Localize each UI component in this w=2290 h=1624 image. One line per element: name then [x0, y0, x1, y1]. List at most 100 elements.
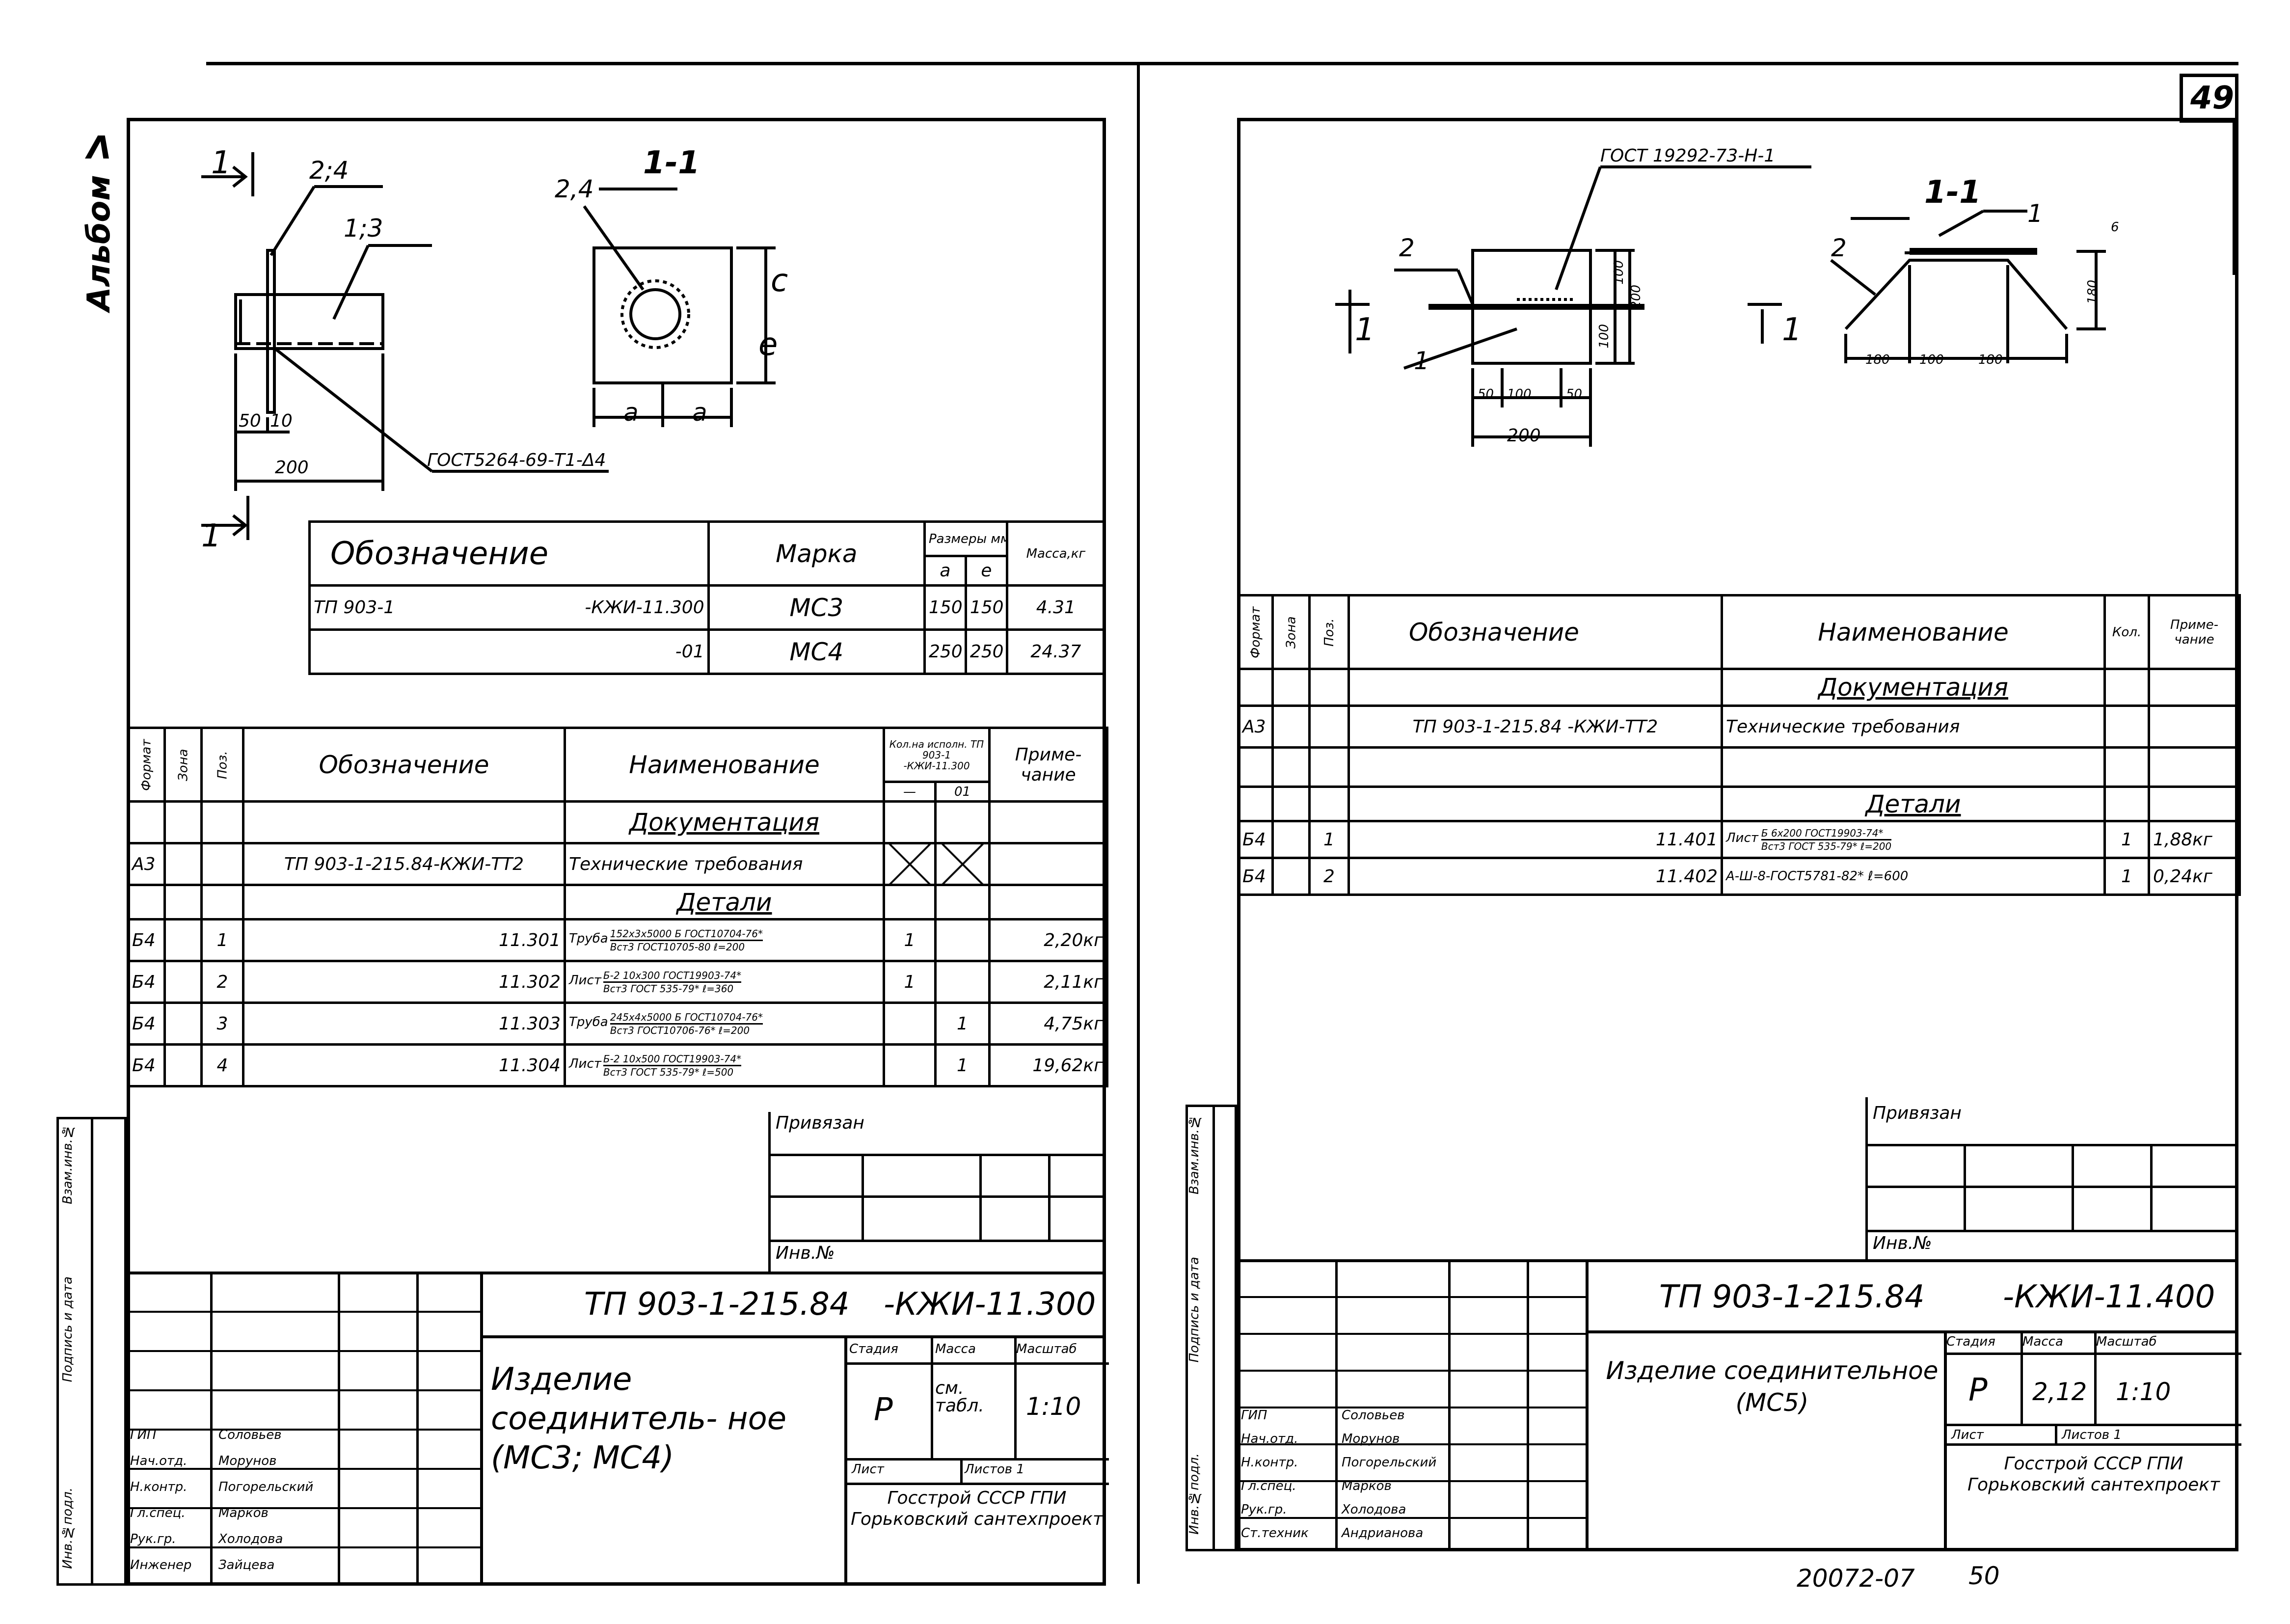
cell-mark: МС3	[707, 584, 926, 631]
left-tb-code2: -КЖИ-11.300	[884, 1286, 1096, 1323]
right-dim-180a: 180	[1865, 352, 1890, 367]
cell-e: 250	[964, 628, 1008, 675]
left-side-label-sign: Подпись и дата	[60, 1276, 75, 1382]
role-label: Рук.гр.	[1241, 1502, 1287, 1517]
right-tb-h-scale: Масштаб	[2096, 1334, 2157, 1349]
left-mark-table: Обозначение Марка Размеры мм Масса,кг a …	[308, 520, 1106, 675]
right-spec-h-note: Приме- чание	[2148, 594, 2241, 670]
cell-name-c: Вст3 ГОСТ10706-76* ℓ=200	[610, 1024, 750, 1036]
left-dim-e: e	[758, 326, 778, 363]
cell-designation: ТП 903-1-215.84 -КЖИ-ТТ2	[1347, 704, 1723, 749]
name-label: Погорельский	[1342, 1455, 1437, 1470]
left-spec-section-docs: Документация	[564, 800, 885, 844]
table-row: -01 МС4 250 250 24.37	[308, 628, 1106, 675]
people-row: Рук.гр. Холодова	[130, 1533, 346, 1559]
right-tb-stage-grid	[1944, 1330, 2241, 1551]
cell-qty-1: 1	[883, 918, 937, 962]
right-dim-200v: 200	[1629, 285, 1643, 309]
cell-mass: 24.37	[1005, 628, 1106, 675]
people-row: Нач.отд.Морунов	[1241, 1433, 1457, 1456]
right-tb-org: Госстрой СССР ГПИ Горьковский сантехпрое…	[1967, 1454, 2220, 1495]
table-row: ТП 903-1-КЖИ-11.300 МС3 150 150 4.31	[308, 584, 1106, 631]
cell-qty-2: 1	[934, 1001, 991, 1046]
table-row: А3 ТП 903-1-215.84-КЖИ-ТТ2 Технические т…	[127, 842, 1109, 886]
cell-qty-2	[934, 918, 991, 962]
cell-a: 250	[923, 628, 967, 675]
left-inv-no: Инв.№	[776, 1243, 835, 1263]
cell-format: Б4	[1237, 820, 1274, 859]
cell-name-a: Труба	[569, 1014, 608, 1029]
right-tb-h-mass: Масса	[2022, 1334, 2063, 1349]
cell-name-b: 245х4х5000 Б ГОСТ10704-76*	[610, 1011, 763, 1025]
left-spec-h-qty: Кол.на исполн. ТП 903-1 -КЖИ-11.300	[882, 727, 991, 783]
left-privyazan-grid	[768, 1154, 1106, 1242]
right-drawing	[1335, 165, 2106, 447]
left-dim-a2: a	[692, 398, 707, 427]
left-mark-h-e: e	[964, 555, 1008, 587]
right-dim-100v: 100	[1597, 324, 1612, 349]
people-row: Гл.спец.Марков	[1241, 1480, 1457, 1503]
name-label: Морунов	[218, 1454, 277, 1468]
left-spec-h-pos: Поз.	[201, 728, 243, 802]
name-label: Марков	[1342, 1479, 1392, 1493]
role-label: Рук.гр.	[130, 1532, 176, 1546]
cell-name-b: Б-2 10х300 ГОСТ19903-74*	[603, 970, 742, 983]
cell-name-a: Лист	[569, 1056, 601, 1071]
cell-qty-2	[934, 960, 991, 1004]
left-spec-section-parts: Детали	[564, 884, 885, 920]
right-spec-h-designation: Обозначение	[1347, 594, 1723, 670]
left-spec-table: Формат Зона Поз. Обозначение Наименовани…	[127, 727, 1109, 1087]
cell-name-b: Б-2 10х500 ГОСТ19903-74*	[603, 1053, 742, 1066]
role-label: Инженер	[130, 1558, 192, 1572]
cell-note: 1,88кг	[2148, 820, 2241, 859]
album-label: Альбом Ⅴ	[81, 128, 117, 312]
cell-format: А3	[127, 842, 166, 886]
cell-designation: 11.401	[1347, 820, 1723, 859]
cell-name-a: А-Ш-8-ГОСТ5781-82* ℓ=600	[1721, 857, 2106, 896]
left-callout-13: 1;3	[344, 214, 383, 243]
center-divider	[1137, 62, 1140, 1584]
name-label: Марков	[218, 1506, 269, 1520]
cell-mass: 4.31	[1005, 584, 1106, 631]
left-view-label-top: 1	[211, 145, 231, 181]
cell-format: А3	[1237, 704, 1274, 749]
left-tb-mass: см. табл.	[935, 1378, 984, 1416]
left-dim-200: 200	[275, 458, 309, 478]
name-label: Морунов	[1342, 1432, 1400, 1446]
people-row: Нач.отд.Морунов	[130, 1455, 346, 1481]
left-spec-h-qty-b: 01	[934, 781, 991, 803]
cell-name-c: Вст3 ГОСТ 535-79* ℓ=200	[1761, 840, 1892, 852]
cell-pos: 2	[200, 960, 244, 1004]
right-title-block	[1237, 1259, 2238, 1554]
cell-name-b: Б 6х200 ГОСТ19903-74*	[1761, 827, 1892, 840]
people-row: Рук.гр.Холодова	[1241, 1503, 1457, 1527]
cell-format: Б4	[127, 1001, 166, 1046]
cell-pos: 4	[200, 1043, 244, 1087]
role-label: Ст.техник	[1241, 1526, 1309, 1541]
right-dim-180b: 180	[1978, 352, 2003, 367]
left-tb-h-mass: Масса	[935, 1342, 976, 1356]
top-rule	[206, 62, 2238, 65]
right-tb-people-grid	[1237, 1259, 1589, 1551]
cell-name: Технические требования	[564, 842, 885, 886]
left-mark-h-a: a	[923, 555, 967, 587]
left-tb-scale: 1:10	[1026, 1392, 1081, 1421]
left-tb-h-stage: Стадия	[849, 1342, 898, 1356]
right-spec-h-name: Наименование	[1721, 594, 2106, 670]
cell-qty-1	[883, 1001, 937, 1046]
cell-name: Технические требования	[1721, 704, 2106, 749]
cell-name-c: Вст3 ГОСТ 535-79* ℓ=360	[603, 982, 734, 995]
cell-note: 4,75кг	[988, 1001, 1109, 1046]
right-callout-1: 1	[1414, 347, 1429, 375]
right-dim-100: 100	[1507, 387, 1532, 402]
cell-name-a: Лист	[569, 973, 601, 988]
right-edge-mark	[2233, 123, 2236, 275]
right-tb-code: ТП 903-1-215.84	[1659, 1279, 1925, 1315]
cell-suffix: -01	[675, 642, 704, 662]
name-label: Холодова	[218, 1532, 283, 1546]
